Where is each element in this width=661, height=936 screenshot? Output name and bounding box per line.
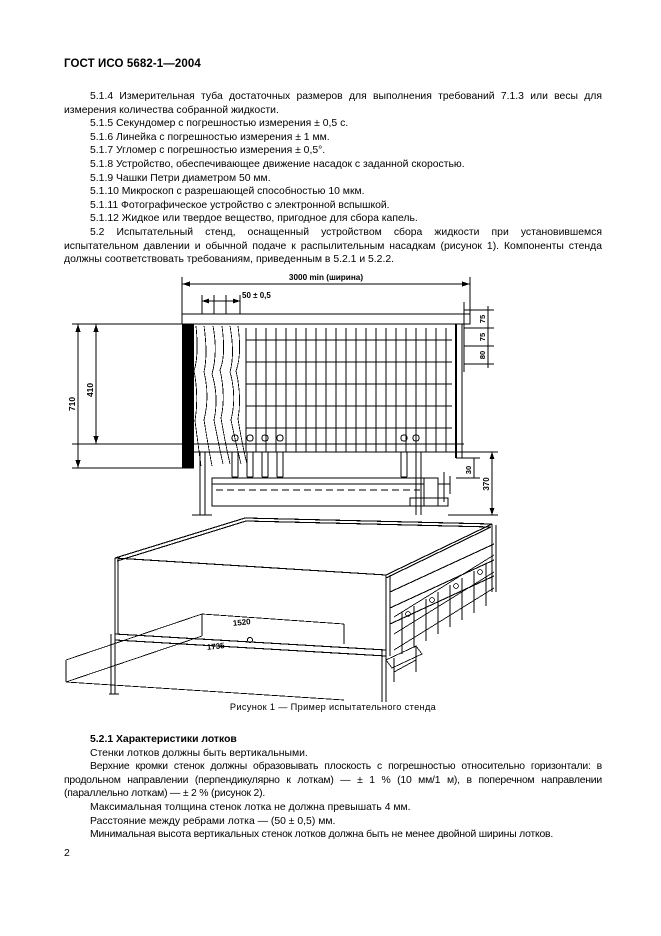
page-number: 2 <box>64 848 70 859</box>
dim-perspective-1: 1520 <box>232 617 251 628</box>
paragraph-2: Верхние кромки стенок должны образовыват… <box>64 761 602 800</box>
dim-lower-vertical: 370 <box>482 477 491 491</box>
dim-top-width: 3000 min (ширина) <box>289 273 363 282</box>
dim-right-2: 75 <box>478 332 487 341</box>
paragraph-4: Расстояние между ребрами лотка — (50 ± 0… <box>90 815 336 827</box>
dim-height-inner: 410 <box>85 383 95 397</box>
clause-5-1-6: 5.1.6 Линейка с погрешностью измерения ±… <box>90 131 330 143</box>
clause-5-1-5: 5.1.5 Секундомер с погрешностью измерени… <box>90 118 349 130</box>
clause-5-1-8: 5.1.8 Устройство, обеспечивающее движени… <box>90 158 465 170</box>
figure-caption: Рисунок 1 — Пример испытательного стенда <box>229 702 437 712</box>
dim-right-1: 75 <box>478 314 487 323</box>
clause-list: 5.1.4 Измерительная туба достаточных раз… <box>64 90 602 267</box>
clause-5-2: 5.2 Испытательный стенд, оснащенный устр… <box>64 226 602 266</box>
section-5-2-1: 5.2.1 Характеристики лотков Стенки лотко… <box>64 733 602 842</box>
clause-5-1-4: 5.1.4 Измерительная туба достаточных раз… <box>64 91 602 116</box>
section-heading: 5.2.1 Характеристики лотков <box>90 734 237 745</box>
standard-header: ГОСТ ИСО 5682-1—2004 <box>64 58 201 70</box>
clause-5-1-7: 5.1.7 Угломер с погрешностью измерения ±… <box>90 145 326 157</box>
dim-rib-spacing: 50 ± 0,5 <box>242 291 271 300</box>
test-bench-drawing: 3000 min (ширина) 50 ± 0,5 410 <box>65 273 498 702</box>
dim-height-outer: 710 <box>67 397 77 411</box>
dim-right-3: 80 <box>478 351 487 359</box>
paragraph-5: Минимальная высота вертикальных стенок л… <box>90 829 554 841</box>
clause-5-1-9: 5.1.9 Чашки Петри диаметром 50 мм. <box>90 172 271 184</box>
clause-5-1-12: 5.1.12 Жидкое или твердое вещество, приг… <box>90 213 418 225</box>
paragraph-1: Стенки лотков должны быть вертикальными. <box>90 747 308 759</box>
dim-perspective-2: 1735 <box>206 641 225 652</box>
dim-small-vertical: 30 <box>464 466 473 474</box>
figure-1: 3000 min (ширина) 50 ± 0,5 410 <box>64 262 602 712</box>
paragraph-3: Максимальная толщина стенок лотка не дол… <box>90 801 411 813</box>
clause-5-1-10: 5.1.10 Микроскоп с разрешающей способнос… <box>90 186 365 198</box>
clause-5-1-11: 5.1.11 Фотографическое устройство с элек… <box>90 199 390 211</box>
